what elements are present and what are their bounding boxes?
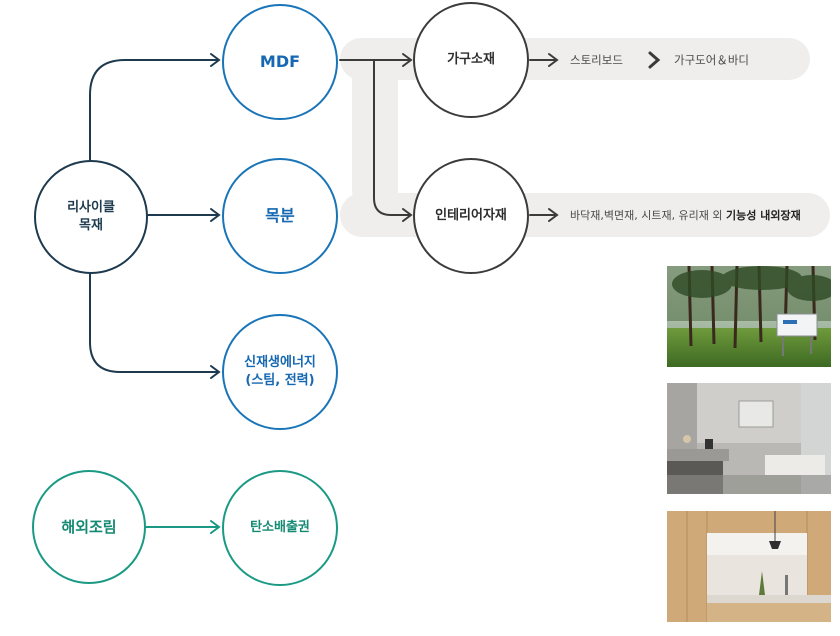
- furniture-mid-chevron: [648, 51, 661, 69]
- renewable-energy-label-1: 신재생에너지: [244, 355, 316, 371]
- interior-output-prefix: 바닥재,벽면재, 시트재, 유리재 외: [570, 209, 727, 222]
- bathroom-photo: [667, 383, 831, 494]
- furniture-material-node: 가구소재: [413, 2, 529, 118]
- recycle-to-sawdust-arrow: [210, 208, 221, 222]
- recycle-wood-node: 리사이클 목재: [34, 160, 148, 274]
- mdf-label: MDF: [259, 52, 301, 72]
- interior-material-label: 인테리어자재: [435, 208, 507, 224]
- mdf-node: MDF: [222, 4, 338, 120]
- interior-out-arrow: [529, 208, 559, 222]
- mdf-to-interior-arrow: [402, 208, 413, 222]
- furniture-output-1: 스토리보드: [570, 53, 623, 67]
- kitchen-photo: [667, 511, 831, 622]
- overseas-to-carbon-arrow: [210, 520, 221, 534]
- recycle-wood-label-2: 목재: [79, 218, 103, 233]
- renewable-energy-label-2: (스팀, 전력): [245, 373, 315, 388]
- interior-output: 바닥재,벽면재, 시트재, 유리재 외 기능성 내외장재: [570, 207, 801, 223]
- mdf-to-interior-line: [373, 59, 411, 216]
- interior-output-bold: 기능성 내외장재: [726, 209, 801, 222]
- recycle-to-mdf-arrow: [210, 53, 221, 67]
- sawdust-label: 목분: [265, 206, 295, 226]
- recycle-to-energy-arrow: [210, 365, 221, 379]
- recycle-wood-label-1: 리사이클: [67, 200, 115, 216]
- carbon-credit-node: 탄소배출권: [222, 470, 338, 586]
- recycle-to-mdf-line: [89, 59, 219, 161]
- furniture-material-label: 가구소재: [447, 52, 495, 68]
- sawdust-node: 목분: [222, 158, 338, 274]
- interior-material-node: 인테리어자재: [413, 158, 529, 274]
- forest-photo: [667, 266, 831, 367]
- carbon-credit-label: 탄소배출권: [250, 520, 310, 536]
- furniture-out-arrow: [529, 53, 559, 67]
- recycle-to-energy-line: [89, 271, 219, 373]
- mdf-to-furniture-arrow: [402, 53, 413, 67]
- overseas-forestation-node: 해외조림: [32, 470, 146, 584]
- overseas-forestation-label: 해외조림: [61, 517, 117, 536]
- renewable-energy-node: 신재생에너지 (스팀, 전력): [222, 314, 338, 430]
- furniture-output-2: 가구도어＆바디: [674, 53, 749, 67]
